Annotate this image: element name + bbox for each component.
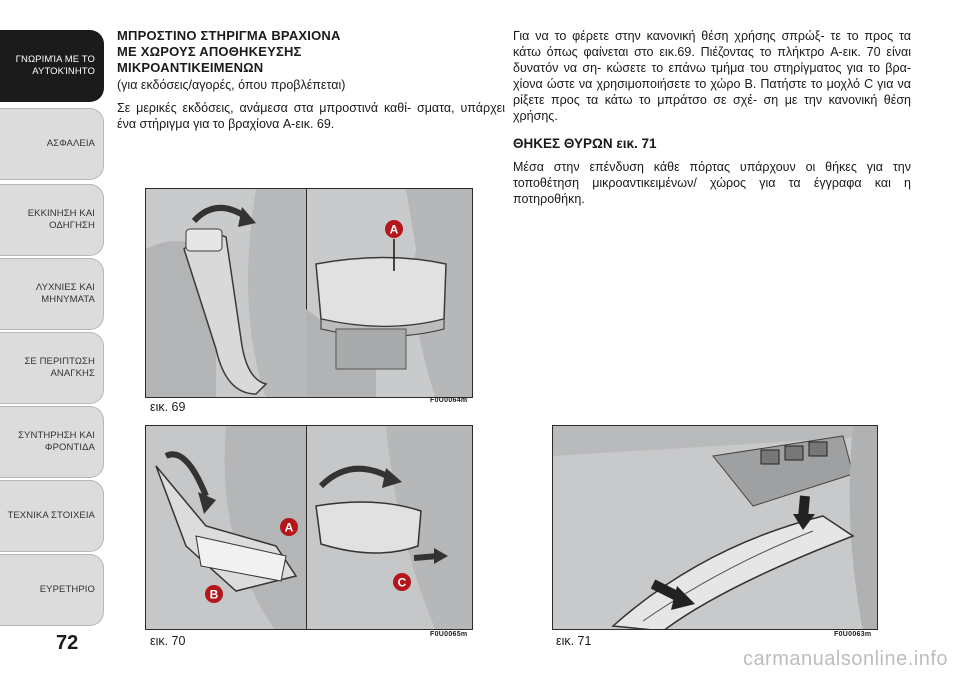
figure-70-illustration: A B C [145, 425, 473, 630]
site-watermark: carmanualsonline.info [742, 648, 948, 670]
tab-getting-to-know[interactable]: ΓΝΩΡΙΜΊΑ ΜΕ ΤΟ ΑΥΤΟΚΊΝΗΤΟ [0, 30, 104, 102]
tab-safety[interactable]: ΑΣΦΑΛΕΙΑ [0, 108, 104, 180]
door-pockets-heading: ΘΗΚΕΣ ΘΥΡΩΝ εικ. 71 [513, 136, 657, 151]
left-column: ΜΠΡΟΣΤΙΝΟ ΣΤΗΡΙΓΜΑ ΒΡΑΧΙΟΝΑ ΜΕ ΧΩΡΟΥΣ ΑΠ… [117, 28, 505, 132]
armrest-intro-paragraph: Σε μερικές εκδόσεις, ανάμεσα στα μπροστι… [117, 101, 505, 131]
right-column: Για να το φέρετε στην κανονική θέση χρήσ… [513, 28, 911, 207]
tab-index[interactable]: ΕΥΡΕΤΗΡΙΟ [0, 554, 104, 626]
figure-71-illustration [552, 425, 878, 630]
fig70-callout-a: A [285, 521, 294, 535]
door-pockets-paragraph: Μέσα στην επένδυση κάθε πόρτας υπάρχουν … [513, 160, 911, 206]
fig69-callout-a: A [390, 223, 399, 237]
fig70-callout-c: C [398, 576, 407, 590]
tab-maintenance[interactable]: ΣΥΝΤΗΡΗΣΗ ΚΑΙ ΦΡΟΝΤΙΔΑ [0, 406, 104, 478]
figure-71-caption: εικ. 71 [556, 634, 592, 648]
tab-technical-data[interactable]: ΤΕΧΝΙΚΑ ΣΤΟΙΧΕΙΑ [0, 480, 104, 552]
figure-71-code: F0U0063m [834, 631, 872, 638]
section-heading-line-3: ΜΙΚΡΟΑΝΤΙΚΕΙΜΕΝΩΝ [117, 60, 264, 75]
figure-69-caption: εικ. 69 [150, 400, 186, 414]
section-subheading: (για εκδόσεις/αγορές, όπου προβλέπεται) [117, 78, 346, 92]
callout-a-icon [385, 220, 403, 238]
section-heading-line-1: ΜΠΡΟΣΤΙΝΟ ΣΤΗΡΙΓΜΑ ΒΡΑΧΙΟΝΑ [117, 28, 341, 43]
armrest-usage-paragraph: Για να το φέρετε στην κανονική θέση χρήσ… [513, 29, 911, 123]
page-number: 72 [56, 632, 79, 654]
section-heading-line-2: ΜΕ ΧΩΡΟΥΣ ΑΠΟΘΗΚΕΥΣΗΣ [117, 44, 302, 59]
fig70-callout-b: B [210, 588, 219, 602]
tab-emergency[interactable]: ΣΕ ΠΕΡΙΠΤΩΣΗ ΑΝΑΓΚΗΣ [0, 332, 104, 404]
tab-lights-messages[interactable]: ΛΥΧΝΙΕΣ ΚΑΙ ΜΗΝΥΜΑΤΑ [0, 258, 104, 330]
figure-69-code: F0U0064m [430, 397, 468, 404]
figure-70-code: F0U0065m [430, 631, 468, 638]
tab-starting-driving[interactable]: ΕΚΚΙΝΗΣΗ ΚΑΙ ΟΔΗΓΗΣΗ [0, 184, 104, 256]
figure-70-caption: εικ. 70 [150, 634, 186, 648]
figure-69-illustration: A [145, 188, 473, 398]
